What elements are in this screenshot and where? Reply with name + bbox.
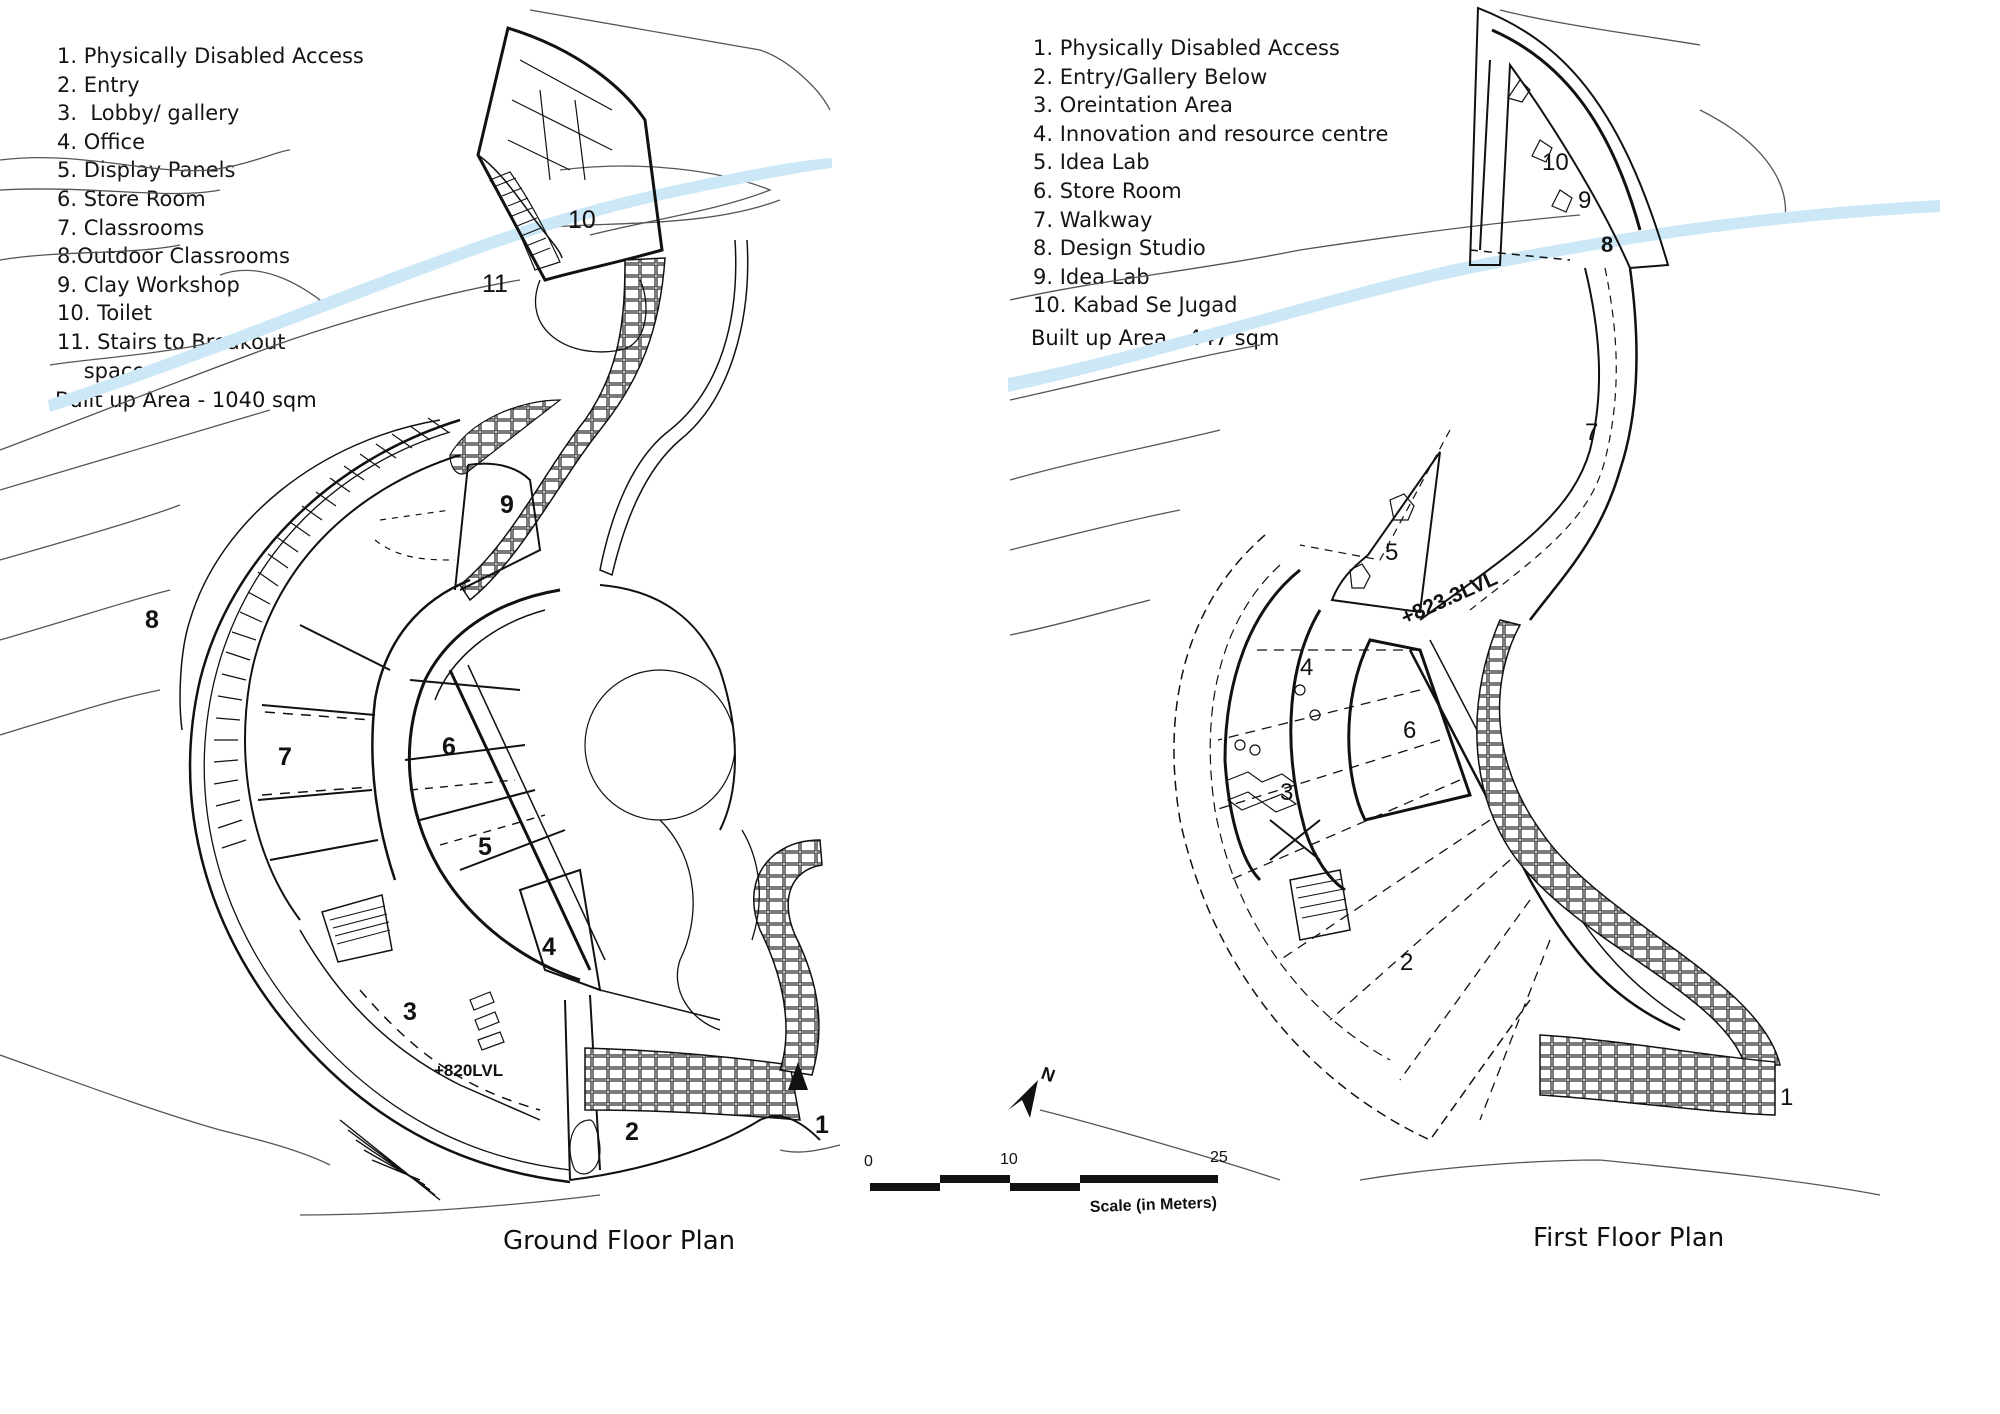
room-number: 1: [1780, 1084, 1793, 1111]
first-floor-plan: [1173, 6, 1781, 1141]
gallery-below-outline: [1173, 534, 1531, 1141]
ground-floor-plan: [179, 26, 823, 1201]
room-number: 5: [478, 833, 492, 861]
first-floor-entry-paving: [1539, 1034, 1776, 1116]
room-number: 9: [500, 491, 514, 519]
room-number: 6: [1403, 717, 1416, 744]
central-courtyard: [584, 669, 736, 821]
north-arrow-icon: [1008, 1080, 1038, 1118]
first-stream: [1008, 200, 1940, 392]
room-number: 7: [278, 743, 292, 771]
ground-floor-room-numbers: 1 2 3 4 5 6 7 8 9 10 11 +820LVL: [145, 206, 829, 1146]
entrance-arrow: [788, 1062, 808, 1090]
room-number: 3: [1280, 779, 1293, 806]
room-number: 11: [482, 270, 508, 298]
legend-item: 3. Oreintation Area: [1033, 93, 1233, 118]
access-ramp-paving: [753, 839, 823, 1076]
room-number: 10: [568, 206, 596, 234]
room-number: 9: [1578, 187, 1591, 214]
kabad-se-jugad-wing: [1468, 6, 1670, 270]
room-number: 7: [1585, 419, 1598, 446]
legend-item: 4. Office: [57, 129, 146, 154]
legend-item: 11. Stairs to Breakout: [57, 329, 286, 354]
north-label: N: [1039, 1063, 1058, 1086]
legend-item: 8.Outdoor Classrooms: [57, 244, 290, 269]
breakout-stairs: [489, 171, 561, 271]
first-floor-legend: 1. Physically Disabled Access 2. Entry/G…: [1033, 34, 1388, 320]
room-number: 8: [1601, 232, 1613, 257]
room-number: 6: [442, 733, 456, 761]
first-terrain-lines: [1009, 9, 1881, 1196]
legend-item: 7. Classrooms: [57, 215, 205, 240]
first-floor-access-ramp: [1476, 619, 1781, 1066]
legend-item: 1. Physically Disabled Access: [1033, 36, 1340, 60]
level-marker: +820LVL: [434, 1061, 503, 1080]
room-number: 2: [1400, 949, 1413, 976]
clay-workshop: [454, 462, 542, 591]
ground-floor-title: Ground Floor Plan: [503, 1226, 736, 1256]
first-floor-title: First Floor Plan: [1533, 1223, 1725, 1253]
scale-bar: 0 10 25 Scale (in Meters): [864, 1149, 1228, 1216]
idea-lab-room: [1330, 451, 1441, 614]
ground-terrain-lines: [0, 9, 841, 1216]
legend-item: 10. Kabad Se Jugad: [1033, 293, 1238, 318]
classroom-stairs: [321, 894, 393, 963]
outer-crescent-wall: [188, 418, 571, 1184]
legend-item: 5. Idea Lab: [1033, 150, 1150, 175]
room-number: 1: [815, 1111, 829, 1139]
scale-tick: 0: [864, 1153, 873, 1170]
scale-label: Scale (in Meters): [1090, 1195, 1218, 1216]
toilet-block: [476, 26, 664, 282]
legend-item: 4. Innovation and resource centre: [1033, 121, 1389, 146]
walkway: [1419, 267, 1601, 621]
scale-tick: 10: [1000, 1151, 1018, 1168]
legend-item: 3. Lobby/ gallery: [57, 101, 240, 126]
room-number: 5: [1385, 539, 1398, 566]
room-number: 4: [1300, 654, 1313, 681]
legend-item: 2. Entry: [57, 72, 140, 97]
legend-item: 2. Entry/Gallery Below: [1033, 64, 1268, 89]
north-arrow: N: [1008, 1063, 1058, 1118]
outdoor-classroom-slats: [213, 417, 449, 849]
room-number: 3: [403, 998, 417, 1026]
room-number: 4: [542, 933, 556, 961]
legend-item: 9. Clay Workshop: [57, 272, 240, 297]
room-number: 8: [145, 606, 159, 634]
ground-floor-legend: 1. Physically Disabled Access 2. Entry 3…: [57, 42, 364, 385]
legend-item: 6. Store Room: [1033, 178, 1182, 203]
amphitheatre-steps: [339, 1119, 441, 1201]
first-floor-stairs: [1289, 869, 1351, 941]
entry-paving: [584, 1047, 801, 1121]
room-number: 10: [1542, 149, 1569, 176]
room-number: 2: [625, 1118, 639, 1146]
legend-item: 8. Design Studio: [1033, 236, 1206, 261]
legend-item: 5. Display Panels: [57, 158, 236, 183]
legend-item: 1. Physically Disabled Access: [57, 44, 364, 68]
scale-tick: 25: [1210, 1149, 1228, 1166]
legend-item: 7. Walkway: [1033, 207, 1153, 232]
legend-item: 10. Toilet: [57, 301, 153, 326]
